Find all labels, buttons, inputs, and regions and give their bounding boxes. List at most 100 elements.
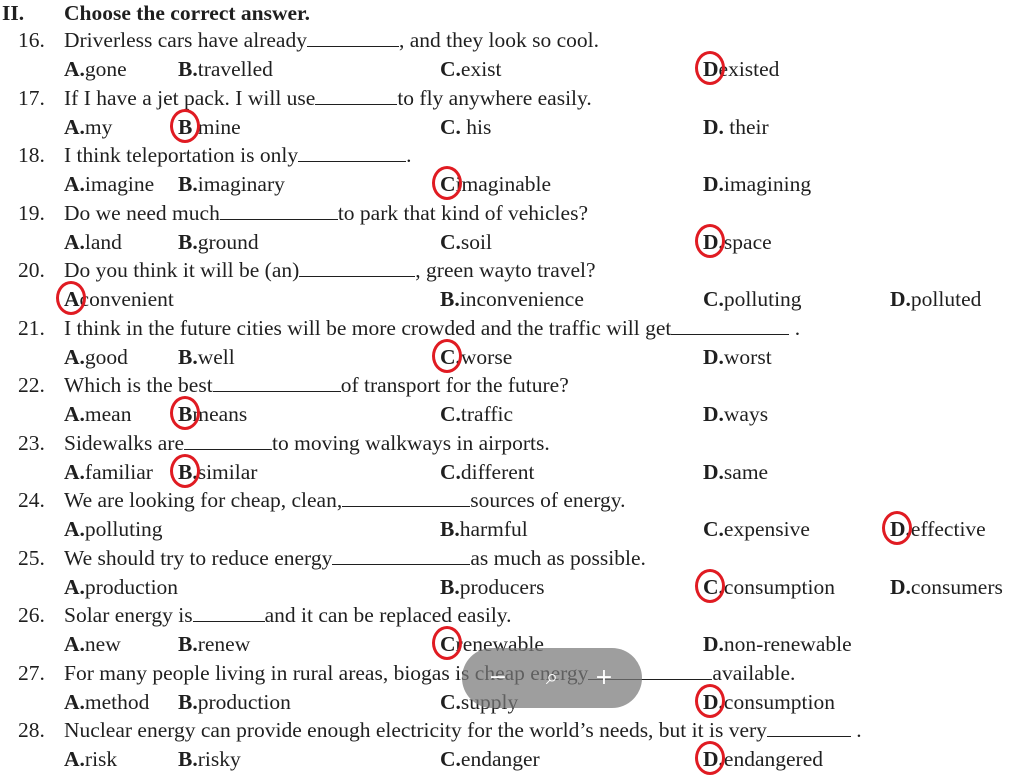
option-a[interactable]: A.polluting <box>64 516 163 542</box>
option-letter: B. <box>178 747 198 771</box>
option-d[interactable]: D.polluted <box>890 286 981 312</box>
question-stem: Do we need much <box>64 200 220 225</box>
option-d[interactable]: D.imagining <box>703 171 811 197</box>
option-d[interactable]: D.worst <box>703 344 772 370</box>
option-text: my <box>84 114 113 139</box>
option-letter: C. <box>703 517 724 541</box>
option-b[interactable]: B.well <box>178 344 235 370</box>
option-c[interactable]: C. his <box>440 114 491 140</box>
magnifier-icon[interactable]: ⌕ <box>545 665 559 690</box>
option-letter: B. <box>178 689 198 714</box>
answer-circle <box>695 223 725 258</box>
option-letter: A. <box>64 57 85 81</box>
option-letter: D. <box>703 172 724 196</box>
option-letter: B. <box>440 574 460 599</box>
option-c[interactable]: Cimaginable <box>440 171 551 197</box>
answer-circle <box>432 166 462 200</box>
option-a[interactable]: A.land <box>64 229 122 255</box>
question-stem: Which is the best <box>64 373 213 397</box>
answer-circle <box>432 338 462 373</box>
option-text: existed <box>718 57 780 81</box>
option-text: harmful <box>459 517 528 541</box>
option-text: endanger <box>460 747 540 771</box>
option-a[interactable]: A.imagine <box>64 171 154 197</box>
question-number: 28. <box>18 718 45 742</box>
option-b[interactable]: B.ground <box>178 229 259 255</box>
zoom-toolbar[interactable]: − ⌕ + <box>462 648 642 708</box>
option-b[interactable]: B.travelled <box>178 56 273 82</box>
question-number: 25. <box>18 545 45 570</box>
option-a[interactable]: A.gone <box>64 56 127 82</box>
option-text: different <box>460 459 535 484</box>
option-text: well <box>197 344 235 369</box>
option-c[interactable]: C.endanger <box>440 746 540 772</box>
question-tail: of transport for the future? <box>340 373 569 397</box>
option-b[interactable]: B.renew <box>178 631 250 657</box>
option-text: consumption <box>723 689 835 714</box>
option-letter: A. <box>64 172 85 196</box>
option-letter: C. <box>440 747 461 771</box>
option-c[interactable]: C.traffic <box>440 401 513 427</box>
option-text: inconvenience <box>459 287 584 311</box>
option-b[interactable]: B.producers <box>440 574 545 600</box>
option-a[interactable]: A.new <box>64 631 121 657</box>
option-a[interactable]: A.production <box>64 574 178 600</box>
option-text: traffic <box>460 402 514 426</box>
option-a[interactable]: A.mean <box>64 401 131 427</box>
option-c[interactable]: C.soil <box>440 229 492 255</box>
option-text: travelled <box>197 57 273 81</box>
question-number: 26. <box>18 603 45 627</box>
question-number: 21. <box>18 315 45 340</box>
option-letter: A. <box>64 344 85 369</box>
option-d[interactable]: D.ways <box>703 401 768 427</box>
option-text: imagining <box>723 172 812 196</box>
question-tail: to park that kind of vehicles? <box>337 200 588 225</box>
option-letter: C. <box>703 287 724 311</box>
answer-blank <box>299 260 416 277</box>
option-b[interactable]: B.imaginary <box>178 171 285 197</box>
option-text: worst <box>723 344 772 369</box>
option-text: risky <box>197 747 241 771</box>
zoom-in-icon[interactable]: + <box>594 665 614 690</box>
question-number: 18. <box>18 143 45 167</box>
option-b[interactable]: B.risky <box>178 746 241 772</box>
option-c[interactable]: C.expensive <box>703 516 810 542</box>
option-text: space <box>723 229 772 254</box>
option-a[interactable]: A.familiar <box>64 459 153 485</box>
option-a[interactable]: A.good <box>64 344 128 370</box>
question-number: 22. <box>18 373 45 397</box>
option-text: expensive <box>723 517 810 541</box>
option-d[interactable]: D. their <box>703 114 769 140</box>
answer-blank <box>306 30 399 47</box>
option-text: polluted <box>910 287 982 311</box>
option-a[interactable]: A.method <box>64 689 149 715</box>
question-text: Do you think it will be (an), green wayt… <box>64 257 596 283</box>
zoom-out-icon[interactable]: − <box>488 665 508 690</box>
option-b[interactable]: B.inconvenience <box>440 286 584 312</box>
question-tail: , and they look so cool. <box>398 28 599 52</box>
option-text: imaginary <box>197 172 285 196</box>
answer-blank <box>192 605 265 622</box>
option-d[interactable]: D.consumers <box>890 574 1003 600</box>
option-b[interactable]: B.harmful <box>440 516 528 542</box>
option-text: land <box>84 229 122 254</box>
option-d[interactable]: D.non-renewable <box>703 631 852 657</box>
question-stem: Solar energy is <box>64 603 193 627</box>
option-text: ground <box>197 229 259 254</box>
option-a[interactable]: A.my <box>64 114 112 140</box>
question-stem: We are looking for cheap, clean, <box>64 488 343 512</box>
answer-circle <box>695 683 725 718</box>
option-b[interactable]: B.production <box>178 689 291 715</box>
option-letter: A. <box>64 517 85 541</box>
question-tail: available. <box>712 660 796 685</box>
option-c[interactable]: C.exist <box>440 56 502 82</box>
option-c[interactable]: C.polluting <box>703 286 802 312</box>
question-stem: Driverless cars have already <box>64 28 307 52</box>
option-d[interactable]: D.same <box>703 459 768 485</box>
option-text: his <box>460 114 492 139</box>
next-question-cutoff <box>22 768 922 777</box>
option-letter: D. <box>703 402 724 426</box>
option-c[interactable]: C.different <box>440 459 535 485</box>
option-a[interactable]: A.risk <box>64 746 117 772</box>
